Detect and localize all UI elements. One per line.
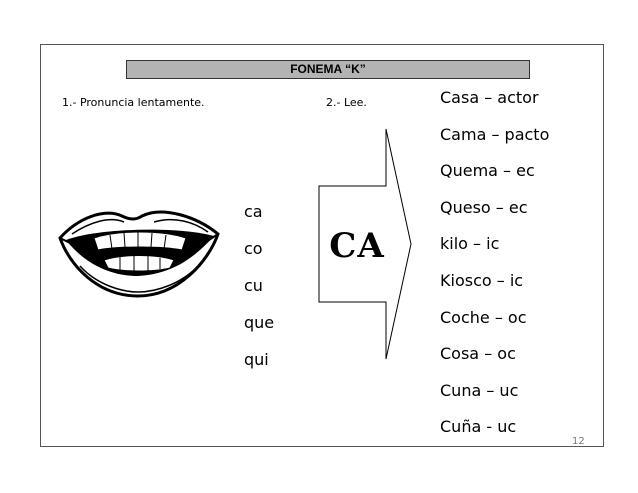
word-list: Casa – actor Cama – pacto Quema – ec Que… [440,85,549,451]
word-pair: Cama – pacto [440,124,550,144]
word-pair: Cosa – oc [440,344,516,364]
instruction-read: 2.- Lee. [326,96,367,109]
word-pair: Kiosco – ic [440,270,524,290]
highlight-syllable: CA [329,226,385,266]
right-arrow-icon [318,128,412,360]
syllable: ca [244,202,263,221]
syllable: cu [244,276,263,295]
word-pair: Quema – ec [440,161,535,181]
word-pair: Cuña - uc [440,417,517,437]
syllable: qui [244,350,269,369]
word-pair: Coche – oc [440,307,527,327]
word-pair: Queso – ec [440,197,528,217]
word-pair: Cuna – uc [440,380,519,400]
syllable: co [244,239,263,258]
page-title: FONEMA “K” [126,60,530,79]
word-pair: kilo – ic [440,234,500,254]
content-frame [40,44,604,447]
word-pair: Casa – actor [440,88,539,107]
page-number: 12 [572,436,585,447]
syllable: que [244,313,275,332]
mouth-icon [58,210,220,298]
instruction-pronounce: 1.- Pronuncia lentamente. [62,96,205,109]
syllable-list: ca co cu que qui [244,200,274,385]
